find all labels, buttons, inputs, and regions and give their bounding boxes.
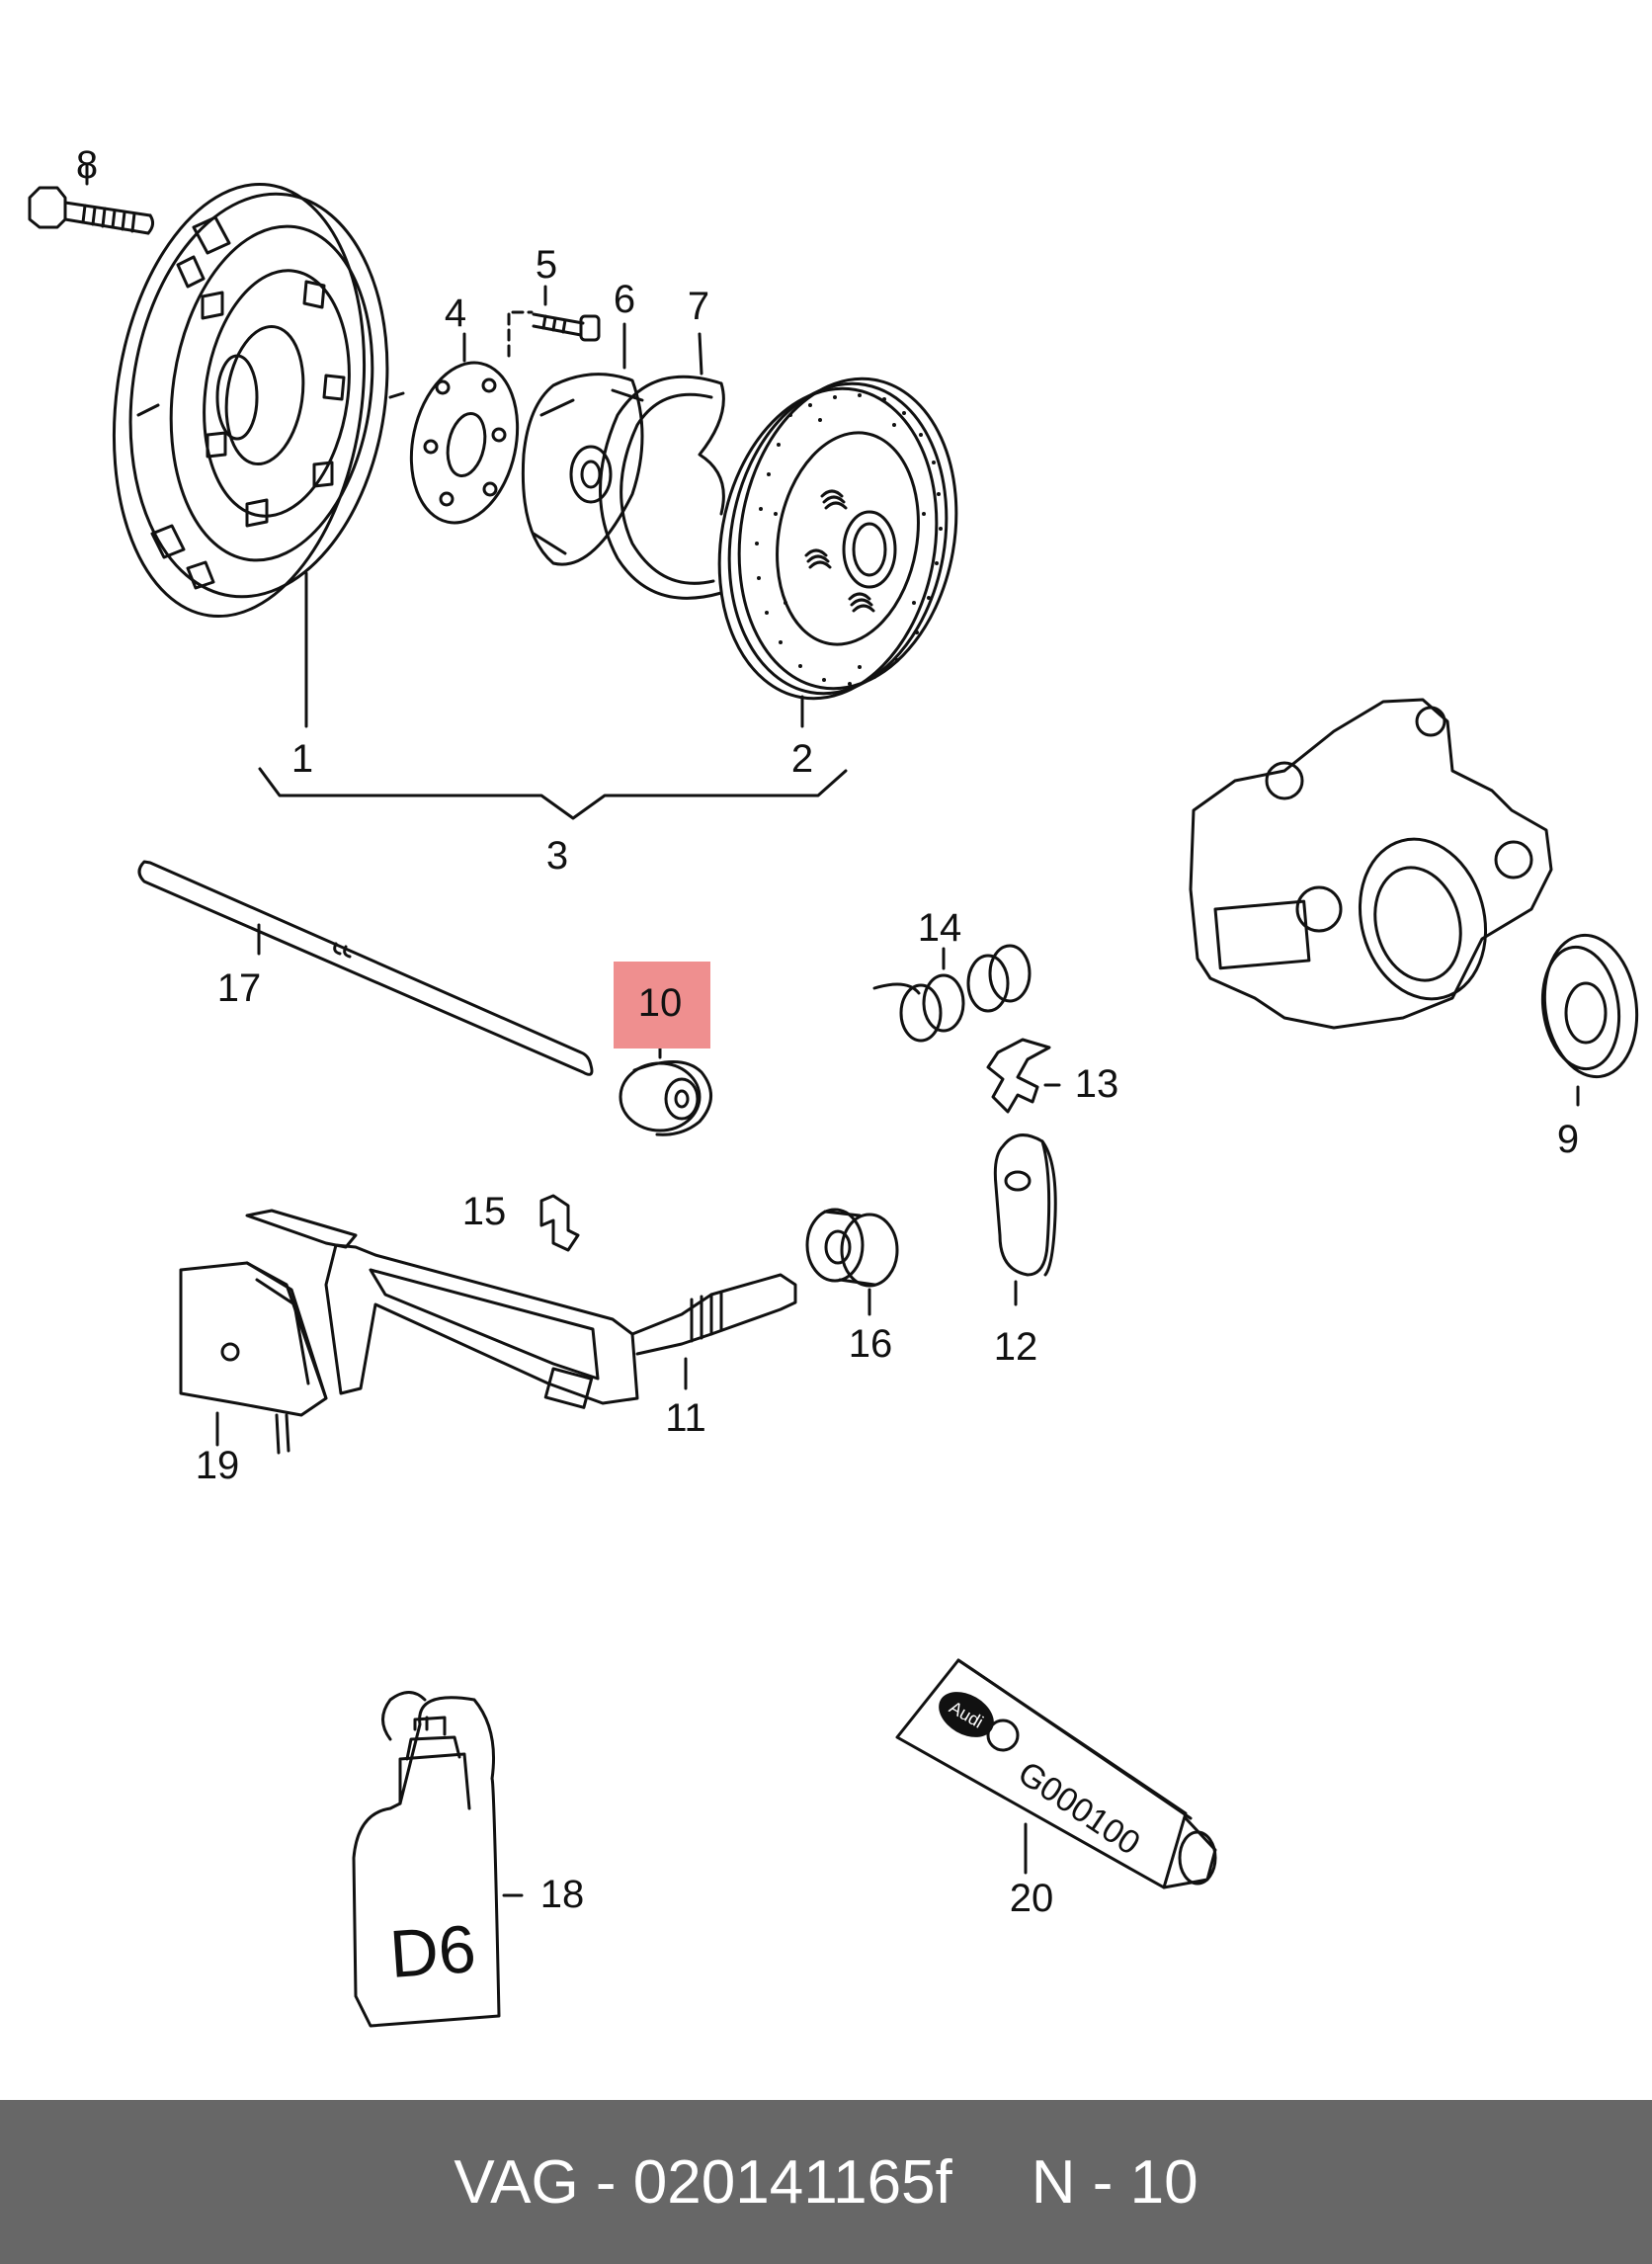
footer-position: N - 10 [1031, 2147, 1198, 2217]
part-label-11[interactable]: 11 [665, 1396, 706, 1440]
release-lever-12 [993, 1133, 1057, 1306]
part-label-10[interactable]: 10 [637, 981, 683, 1025]
part-label-20[interactable]: 20 [1009, 1877, 1054, 1920]
part-label-1[interactable]: 1 [290, 737, 314, 781]
clutch-disc-2 [717, 377, 958, 728]
part-label-12[interactable]: 12 [993, 1325, 1038, 1369]
part-label-15[interactable]: 15 [461, 1190, 507, 1233]
circlip-7 [599, 332, 725, 600]
grease-tube-20 [895, 1658, 1217, 1889]
parts-diagram [28, 162, 1639, 2028]
part-label-14[interactable]: 14 [917, 906, 962, 950]
mounting-block-19 [179, 1261, 328, 1455]
clip-15 [539, 1194, 580, 1252]
part-label-16[interactable]: 16 [848, 1322, 893, 1366]
bearing-10 [619, 1031, 712, 1136]
disc-lining-dots [755, 393, 943, 686]
part-label-19[interactable]: 19 [195, 1444, 240, 1487]
part-label-7[interactable]: 7 [687, 285, 710, 328]
part-label-2[interactable]: 2 [790, 737, 814, 781]
clip-13 [986, 1038, 1061, 1114]
bottle-label-text: D6 [386, 1911, 479, 1992]
part-label-3[interactable]: 3 [545, 834, 569, 878]
spring-plate-4 [409, 332, 520, 525]
part-label-6[interactable]: 6 [613, 278, 636, 321]
assembly-bracket-3 [258, 767, 848, 820]
oil-bottle-18 [352, 1691, 524, 2028]
push-rod-17 [137, 860, 594, 1076]
part-label-18[interactable]: 18 [539, 1873, 585, 1916]
part-label-17[interactable]: 17 [216, 966, 262, 1010]
pressure-plate-1 [112, 182, 405, 728]
hub-6 [521, 322, 644, 566]
clutch-shaft-11 [245, 1209, 797, 1409]
footer-part-number: VAG - 020141165f [454, 2147, 952, 2217]
footer-bar: VAG - 020141165f N - 10 [0, 2100, 1652, 2264]
audi-logo-icon [939, 1692, 994, 1737]
part-label-9[interactable]: 9 [1556, 1118, 1580, 1161]
spring-14 [872, 944, 1032, 1043]
gearbox-housing-9 [1189, 698, 1639, 1107]
part-label-13[interactable]: 13 [1074, 1062, 1119, 1106]
bolt-8 [28, 162, 155, 235]
part-label-8[interactable]: 8 [75, 143, 99, 187]
screw-5 [507, 285, 601, 358]
bush-16 [805, 1208, 899, 1316]
part-label-5[interactable]: 5 [535, 243, 558, 287]
highlight-box [614, 962, 710, 1048]
part-label-4[interactable]: 4 [444, 292, 467, 335]
